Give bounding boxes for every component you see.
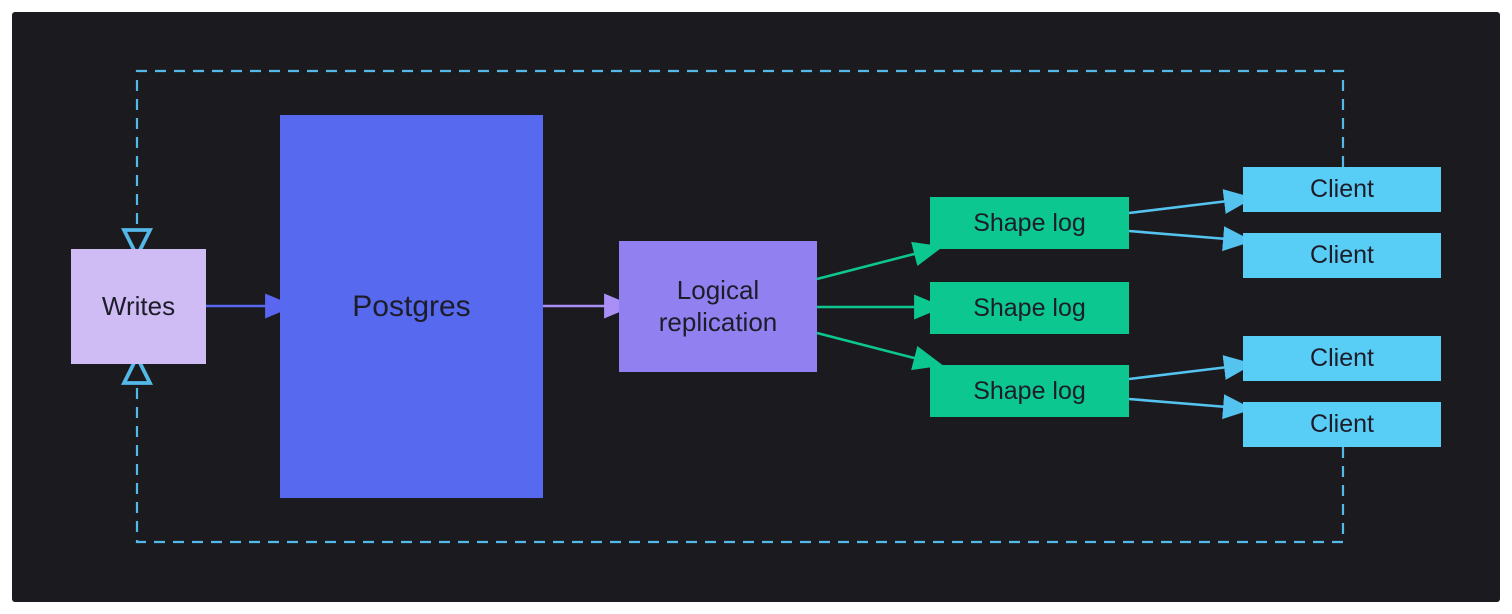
node-shape-log-1: Shape log (930, 197, 1129, 249)
arrow-shape-log-1-to-client-1 (1128, 189, 1254, 215)
node-shape-log-2: Shape log (930, 282, 1129, 334)
node-shape-log-2-label: Shape log (973, 293, 1086, 322)
dashed-feedback-loop-top (137, 69, 1345, 243)
arrow-shape-log-3-to-client-3 (1128, 355, 1254, 381)
arrow-logical-to-shape-log-3 (816, 331, 944, 371)
node-postgres-label: Postgres (352, 289, 471, 323)
node-shape-log-3: Shape log (930, 365, 1129, 417)
node-writes-label: Writes (101, 291, 176, 321)
node-client-2: Client (1243, 233, 1441, 278)
dashed-feedback-loop-bottom (137, 370, 1345, 544)
node-client-3-label: Client (1310, 344, 1374, 372)
node-client-1: Client (1243, 167, 1441, 212)
diagram-panel: Writes Postgres Logical replication Shap… (12, 12, 1500, 602)
arrow-logical-to-shape-log-1 (816, 241, 944, 281)
node-client-4-label: Client (1310, 410, 1374, 438)
node-logical-replication: Logical replication (619, 241, 817, 372)
node-logical-replication-label: Logical replication (658, 274, 778, 337)
node-shape-log-3-label: Shape log (973, 376, 1086, 405)
node-client-2-label: Client (1310, 241, 1374, 269)
node-client-3: Client (1243, 336, 1441, 381)
arrow-shape-log-3-to-client-4 (1128, 394, 1253, 420)
node-client-1-label: Client (1310, 175, 1374, 203)
arrow-shape-log-1-to-client-2 (1128, 226, 1253, 252)
node-writes: Writes (71, 249, 206, 364)
node-shape-log-1-label: Shape log (973, 208, 1086, 237)
node-postgres: Postgres (280, 115, 543, 498)
diagram-arrows-layer (12, 69, 1345, 544)
node-client-4: Client (1243, 402, 1441, 447)
